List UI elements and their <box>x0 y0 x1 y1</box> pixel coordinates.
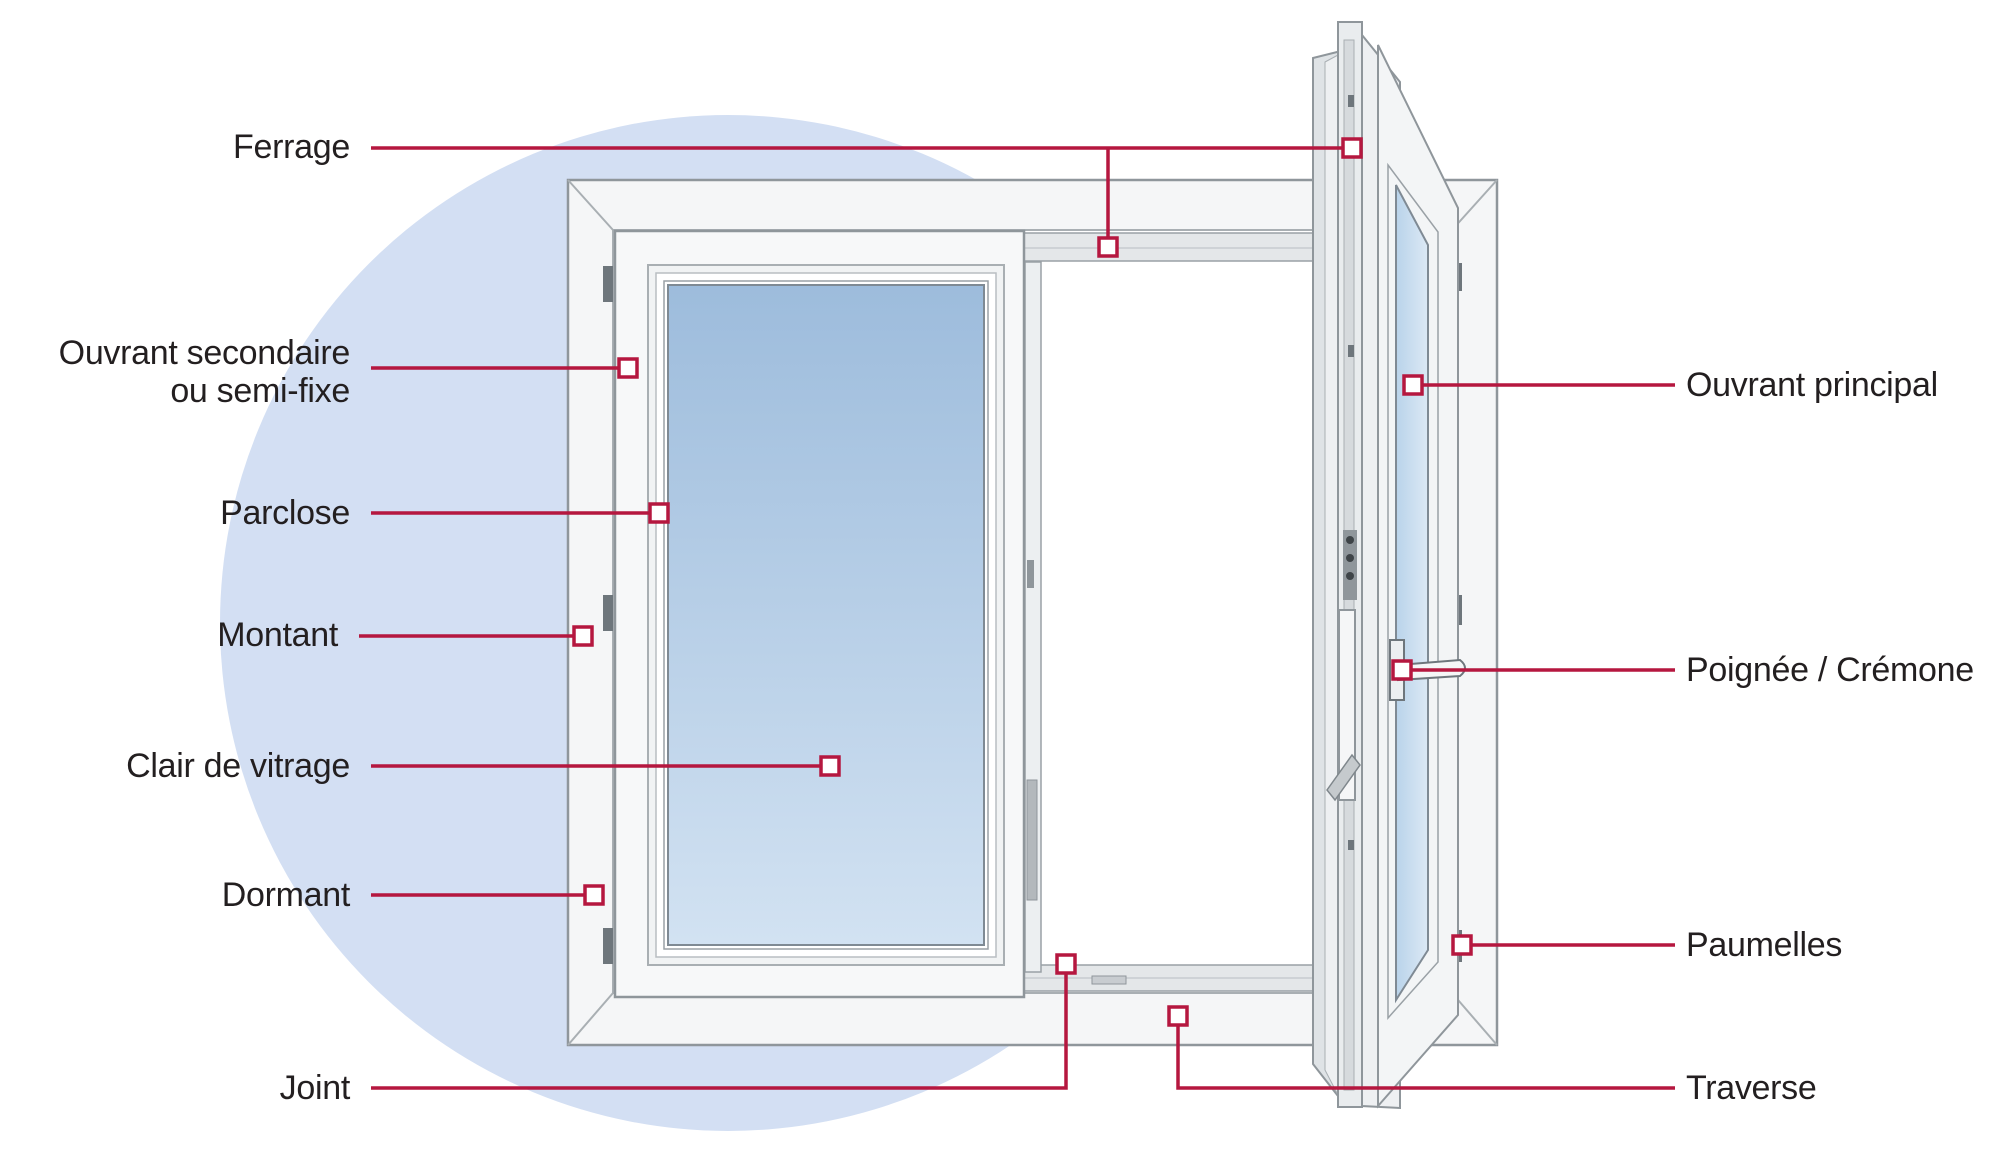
label-paumelles: Paumelles <box>1686 926 1843 964</box>
marker-dormant <box>583 884 605 906</box>
marker-ferrage-rail <box>1097 236 1119 258</box>
label-dormant: Dormant <box>221 876 351 914</box>
label-montant: Montant <box>217 616 338 654</box>
ouvrant-principal-sash <box>1312 21 1466 1110</box>
leader-traverse <box>1176 1016 1675 1090</box>
leader-lines <box>359 146 1675 1090</box>
marker-ferrage-top <box>1341 137 1363 159</box>
label-ferrage: Ferrage <box>233 128 350 166</box>
marker-traverse <box>1167 1005 1189 1027</box>
marker-clair-de-vitrage <box>819 755 841 777</box>
leader-joint <box>371 964 1068 1090</box>
clair-de-vitrage-glass <box>667 284 985 946</box>
label-ouvrant-principal: Ouvrant principal <box>1686 366 1938 404</box>
left-hinges <box>603 266 613 964</box>
marker-montant <box>572 625 594 647</box>
label-poignee-cremone: Poignée / Crémone <box>1686 651 1974 689</box>
label-clair-de-vitrage: Clair de vitrage <box>126 747 350 785</box>
marker-ouvrant-secondaire <box>617 357 639 379</box>
marker-poignee <box>1391 659 1413 681</box>
marker-ouvrant-principal <box>1402 374 1424 396</box>
label-parclose: Parclose <box>220 494 350 532</box>
label-ouvrant-secondaire-line2: ou semi-fixe <box>170 372 350 410</box>
label-joint: Joint <box>279 1069 351 1107</box>
marker-paumelles <box>1451 934 1473 956</box>
label-traverse: Traverse <box>1686 1069 1817 1107</box>
marker-parclose <box>648 502 670 524</box>
ouvrant-secondaire-sash <box>613 229 1026 999</box>
marker-joint <box>1055 953 1077 975</box>
markers <box>572 137 1473 1027</box>
central-strip <box>1024 261 1042 973</box>
label-ouvrant-secondaire-line1: Ouvrant secondaire <box>58 334 351 372</box>
